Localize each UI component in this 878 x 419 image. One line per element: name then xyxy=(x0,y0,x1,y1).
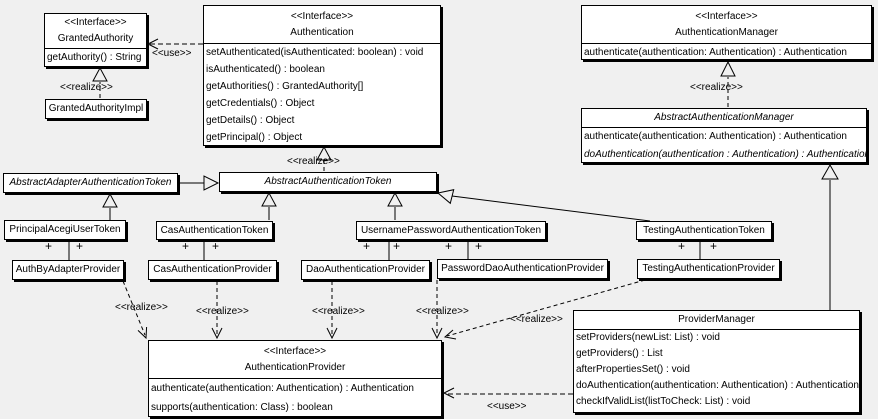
open-arrowhead xyxy=(443,329,457,340)
association-multiplicity: + xyxy=(363,239,371,253)
class-header: <<Interface>> GrantedAuthority xyxy=(45,14,146,49)
association-multiplicity: + xyxy=(475,239,483,253)
association-multiplicity: + xyxy=(182,239,190,253)
realize-label: <<realize>> xyxy=(287,156,340,167)
class-testing-authentication-provider[interactable]: TestingAuthenticationProvider xyxy=(637,259,780,279)
class-name: AuthenticationProvider xyxy=(244,362,346,373)
class-password-dao-authentication-provider[interactable]: PasswordDaoAuthenticationProvider xyxy=(437,259,608,279)
realize-triangle xyxy=(720,60,736,77)
method-label: setProviders(newList: List) : void xyxy=(576,332,720,343)
generalization-triangle xyxy=(261,191,277,207)
open-arrowhead xyxy=(442,387,455,399)
realize-label: <<realize>> xyxy=(60,82,113,93)
class-name: AbstractAdapterAuthenticationToken xyxy=(9,177,172,188)
class-name: AbstractAuthenticationManager xyxy=(582,109,866,128)
class-name: GrantedAuthorityImpl xyxy=(48,103,144,114)
method-label: checkIfValidList(listToCheck: List) : vo… xyxy=(576,396,751,407)
class-granted-authority[interactable]: <<Interface>> GrantedAuthority getAuthor… xyxy=(44,13,147,67)
generalization-edge-testing xyxy=(451,195,651,222)
open-arrowhead xyxy=(211,327,223,340)
class-name: Authentication xyxy=(290,27,354,38)
realize-triangle xyxy=(92,66,108,82)
method-label: authenticate(authentication: Authenticat… xyxy=(151,383,414,394)
open-arrowhead xyxy=(326,327,338,340)
class-testing-authentication-token[interactable]: TestingAuthenticationToken xyxy=(636,221,772,240)
class-name: UsernamePasswordAuthenticationToken xyxy=(360,225,542,236)
class-cas-authentication-provider[interactable]: CasAuthenticationProvider xyxy=(148,260,277,280)
method-label: getProviders() : List xyxy=(576,348,663,359)
class-name: AbstractAuthenticationToken xyxy=(264,176,392,187)
realize-label: <<realize>> xyxy=(510,314,563,325)
class-header: <<Interface>> AuthenticationManager xyxy=(582,6,871,44)
stereotype-label: <<Interface>> xyxy=(263,346,327,357)
stereotype-label: <<Interface>> xyxy=(290,11,354,22)
association-multiplicity: + xyxy=(393,239,401,253)
class-abstract-adapter-authentication-token[interactable]: AbstractAdapterAuthenticationToken xyxy=(3,173,178,193)
class-name: ProviderManager xyxy=(574,311,859,330)
association-multiplicity: + xyxy=(76,239,84,253)
class-name: AuthByAdapterProvider xyxy=(15,264,121,275)
method-label: getCredentials() : Object xyxy=(206,98,315,109)
class-name: TestingAuthenticationToken xyxy=(643,225,765,236)
method-label: setAuthenticated(isAuthenticated: boolea… xyxy=(206,47,424,58)
class-authentication-provider[interactable]: <<Interface>> AuthenticationProvider aut… xyxy=(148,340,442,417)
realize-label: <<realize>> xyxy=(690,82,743,93)
class-name: PasswordDaoAuthenticationProvider xyxy=(441,263,604,274)
association-multiplicity: + xyxy=(45,239,53,253)
method-label: getPrincipal() : Object xyxy=(206,132,303,143)
class-auth-by-adapter-provider[interactable]: AuthByAdapterProvider xyxy=(12,260,124,280)
class-provider-manager[interactable]: ProviderManager setProviders(newList: Li… xyxy=(573,310,860,413)
generalization-triangle xyxy=(387,191,403,207)
method-label: getAuthority() : String xyxy=(47,52,142,63)
open-arrowhead xyxy=(137,326,148,340)
generalization-triangle xyxy=(436,189,455,205)
generalization-triangle xyxy=(102,192,118,208)
class-name: GrantedAuthority xyxy=(57,33,134,44)
realize-label: <<realize>> xyxy=(416,306,469,317)
association-multiplicity: + xyxy=(710,239,718,253)
class-name: PrincipalAcegiUserToken xyxy=(9,224,121,235)
stereotype-label: <<Interface>> xyxy=(695,11,758,22)
open-arrowhead xyxy=(431,327,443,340)
class-header: <<Interface>> AuthenticationProvider xyxy=(149,341,441,379)
stereotype-label: <<Interface>> xyxy=(64,17,127,28)
class-abstract-authentication-manager[interactable]: AbstractAuthenticationManager authentica… xyxy=(581,108,867,163)
method-label: isAuthenticated() : boolean xyxy=(206,64,325,75)
generalization-triangle xyxy=(821,163,839,180)
class-granted-authority-impl[interactable]: GrantedAuthorityImpl xyxy=(45,99,147,119)
method-label: authenticate(authentication: Authenticat… xyxy=(584,131,847,142)
class-dao-authentication-provider[interactable]: DaoAuthenticationProvider xyxy=(301,260,430,280)
class-principal-acegi-user-token[interactable]: PrincipalAcegiUserToken xyxy=(4,220,126,240)
class-name: CasAuthenticationToken xyxy=(160,225,269,236)
class-name: CasAuthenticationProvider xyxy=(153,264,272,275)
class-name: AuthenticationManager xyxy=(675,27,778,38)
association-multiplicity: + xyxy=(212,239,220,253)
method-label: getDetails() : Object xyxy=(206,115,295,126)
class-username-password-authentication-token[interactable]: UsernamePasswordAuthenticationToken xyxy=(356,221,546,240)
method-label: authenticate(authentication: Authenticat… xyxy=(584,47,847,58)
method-label: afterPropertiesSet() : void xyxy=(576,364,690,375)
realize-label: <<realize>> xyxy=(196,306,249,317)
realize-label: <<realize>> xyxy=(115,302,168,313)
use-label: <<use>> xyxy=(152,48,192,59)
class-cas-authentication-token[interactable]: CasAuthenticationToken xyxy=(156,221,273,240)
class-abstract-authentication-token[interactable]: AbstractAuthenticationToken xyxy=(219,172,437,192)
class-name: TestingAuthenticationProvider xyxy=(642,263,775,274)
class-header: <<Interface>> Authentication xyxy=(204,6,440,44)
class-authentication[interactable]: <<Interface>> Authentication setAuthenti… xyxy=(203,5,441,146)
realize-label: <<realize>> xyxy=(312,306,365,317)
use-label: <<use>> xyxy=(487,401,527,412)
generalization-triangle xyxy=(203,175,220,191)
association-multiplicity: + xyxy=(678,239,686,253)
method-label: doAuthentication(authentication : Authen… xyxy=(584,149,866,160)
method-label: getAuthorities() : GrantedAuthority[] xyxy=(206,81,364,92)
class-name: DaoAuthenticationProvider xyxy=(306,264,425,275)
class-authentication-manager[interactable]: <<Interface>> AuthenticationManager auth… xyxy=(581,5,872,60)
method-label: supports(authentication: Class) : boolea… xyxy=(151,402,333,413)
method-label: doAuthentication(authentication: Authent… xyxy=(576,380,859,391)
association-multiplicity: + xyxy=(445,239,453,253)
